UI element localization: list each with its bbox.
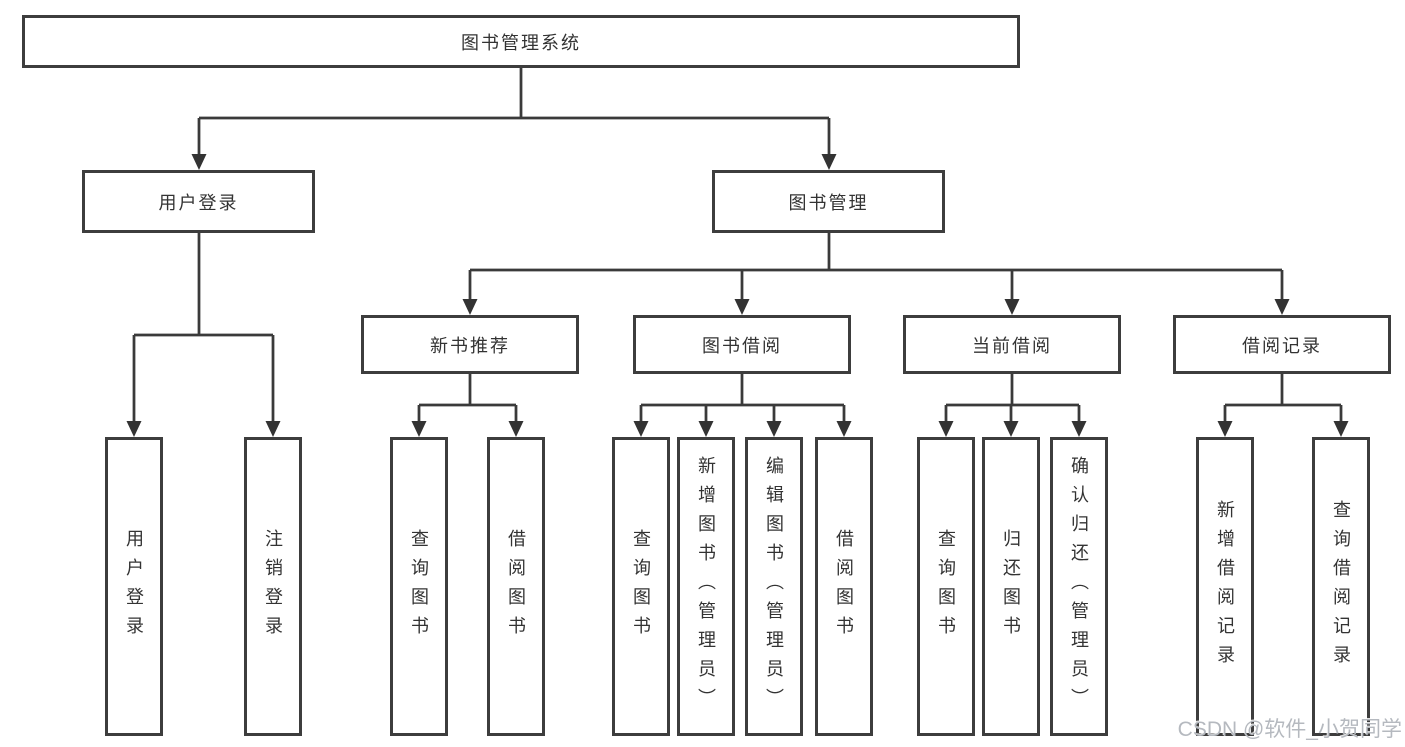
leaf-bb-edit-book-admin: 编辑图书（管理员） bbox=[745, 437, 803, 736]
leaf-bb-add-book-admin: 新增图书（管理员） bbox=[677, 437, 735, 736]
leaf-bb-edit-book-admin-label: 编辑图书（管理员） bbox=[764, 456, 784, 717]
node-borrow-records-label: 借阅记录 bbox=[1242, 335, 1322, 356]
leaf-cb-return-book: 归还图书 bbox=[982, 437, 1040, 736]
leaf-logout-label: 注销登录 bbox=[263, 528, 283, 645]
leaf-nbr-borrow-book-label: 借阅图书 bbox=[506, 528, 526, 645]
node-book-mgmt-label: 图书管理 bbox=[788, 192, 869, 213]
node-book-borrow-label: 图书借阅 bbox=[702, 335, 782, 356]
node-user-login-label: 用户登录 bbox=[158, 192, 239, 213]
node-book-borrow: 图书借阅 bbox=[633, 315, 851, 374]
node-root-label: 图书管理系统 bbox=[461, 32, 581, 53]
leaf-cb-query-book: 查询图书 bbox=[917, 437, 975, 736]
node-current-borrow: 当前借阅 bbox=[903, 315, 1121, 374]
leaf-user-login: 用户登录 bbox=[105, 437, 163, 736]
leaf-user-login-label: 用户登录 bbox=[124, 528, 144, 645]
connector-current-borrow-branch bbox=[938, 374, 1087, 437]
leaf-br-query-record-label: 查询借阅记录 bbox=[1331, 499, 1351, 674]
connector-borrow-records-branch bbox=[1217, 374, 1349, 437]
leaf-bb-query-book: 查询图书 bbox=[612, 437, 670, 736]
leaf-cb-query-book-label: 查询图书 bbox=[936, 528, 956, 645]
connector-user-login-branch bbox=[126, 233, 281, 437]
leaf-cb-confirm-return-admin-label: 确认归还（管理员） bbox=[1069, 456, 1089, 717]
node-current-borrow-label: 当前借阅 bbox=[972, 335, 1052, 356]
connector-book-mgmt-branch bbox=[462, 233, 1290, 315]
node-root: 图书管理系统 bbox=[22, 15, 1020, 68]
leaf-br-add-record: 新增借阅记录 bbox=[1196, 437, 1254, 736]
connector-root-to-level2 bbox=[191, 68, 837, 170]
leaf-bb-borrow-book-label: 借阅图书 bbox=[834, 528, 854, 645]
leaf-bb-add-book-admin-label: 新增图书（管理员） bbox=[696, 456, 716, 717]
leaf-br-query-record: 查询借阅记录 bbox=[1312, 437, 1370, 736]
leaf-bb-query-book-label: 查询图书 bbox=[631, 528, 651, 645]
leaf-br-add-record-label: 新增借阅记录 bbox=[1215, 499, 1235, 674]
node-book-mgmt: 图书管理 bbox=[712, 170, 945, 233]
node-borrow-records: 借阅记录 bbox=[1173, 315, 1391, 374]
leaf-bb-borrow-book: 借阅图书 bbox=[815, 437, 873, 736]
leaf-nbr-query-book: 查询图书 bbox=[390, 437, 448, 736]
connector-book-borrow-branch bbox=[633, 374, 852, 437]
node-user-login: 用户登录 bbox=[82, 170, 315, 233]
leaf-nbr-borrow-book: 借阅图书 bbox=[487, 437, 545, 736]
node-new-book-rec-label: 新书推荐 bbox=[430, 335, 510, 356]
watermark: CSDN @软件_小贺同学 bbox=[1177, 718, 1402, 741]
connector-new-book-rec-branch bbox=[411, 374, 524, 437]
leaf-cb-return-book-label: 归还图书 bbox=[1001, 528, 1021, 645]
leaf-nbr-query-book-label: 查询图书 bbox=[409, 528, 429, 645]
leaf-cb-confirm-return-admin: 确认归还（管理员） bbox=[1050, 437, 1108, 736]
leaf-logout: 注销登录 bbox=[244, 437, 302, 736]
node-new-book-rec: 新书推荐 bbox=[361, 315, 579, 374]
